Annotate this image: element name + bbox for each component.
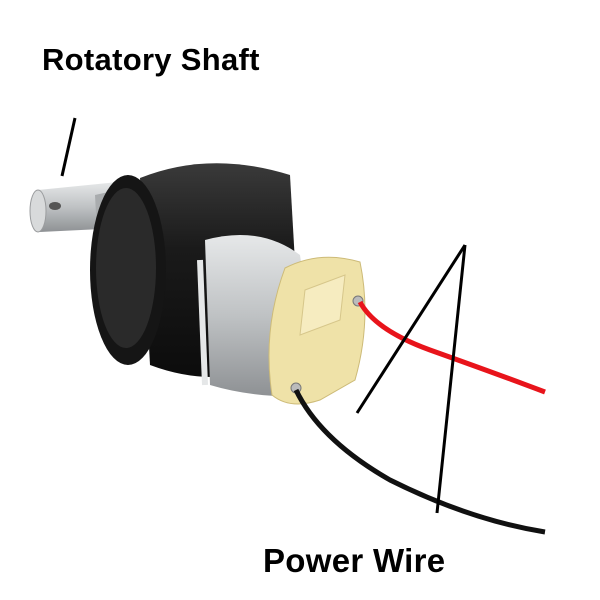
rotatory-shaft-label: Rotatory Shaft — [42, 42, 260, 77]
shaft-pointer-line — [60, 117, 77, 177]
red-wire — [357, 300, 546, 395]
motor-end-cap — [268, 256, 366, 405]
wire-pointer-line-2 — [435, 244, 467, 514]
power-wire-label: Power Wire — [263, 542, 446, 579]
wire-pointer-line-1 — [355, 244, 467, 414]
black-wire — [293, 388, 546, 535]
